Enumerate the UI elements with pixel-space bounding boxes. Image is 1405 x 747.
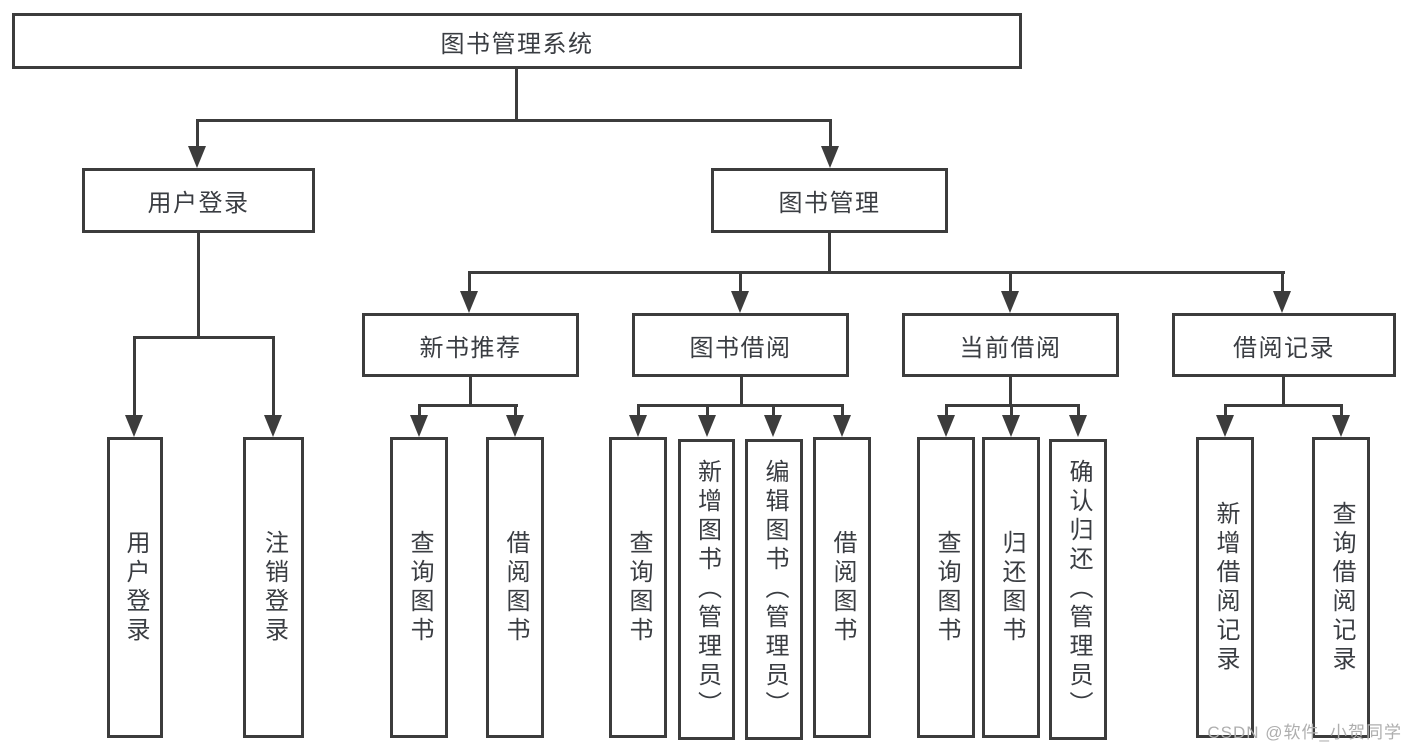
leaf-logout: 注销登录 — [243, 437, 304, 738]
leaf-user-login: 用户登录 — [107, 437, 163, 738]
leaf-cb-return-books-label: 归还图书 — [998, 529, 1025, 646]
leaf-cb-confirm-return: 确认归还（管理员） — [1049, 439, 1107, 740]
connector-line — [740, 377, 743, 407]
arrow-down-icon — [1002, 415, 1020, 437]
node-new-book-recommend-label: 新书推荐 — [419, 334, 522, 362]
leaf-logout-label: 注销登录 — [260, 529, 288, 646]
leaf-nb-query-books: 查询图书 — [390, 437, 448, 738]
connector-line — [1077, 404, 1080, 419]
connector-line — [1282, 377, 1285, 407]
node-user-login: 用户登录 — [82, 168, 315, 233]
node-current-borrowing-label: 当前借阅 — [959, 334, 1062, 362]
connector-line — [828, 232, 831, 274]
arrow-down-icon — [731, 291, 749, 313]
connector-line — [1224, 404, 1227, 419]
arrow-down-icon — [833, 415, 851, 437]
connector-line — [945, 404, 948, 419]
connector-line — [272, 336, 275, 418]
node-borrowing-records-label: 借阅记录 — [1233, 334, 1335, 362]
connector-line — [772, 404, 775, 419]
connector-line — [1224, 404, 1343, 407]
leaf-bb-add-books: 新增图书（管理员） — [678, 439, 735, 740]
leaf-bb-borrow-books-label: 借阅图书 — [829, 529, 856, 646]
connector-line — [469, 376, 472, 407]
connector-line — [418, 404, 421, 419]
csdn-watermark: CSDN @软件_小贺同学 — [1207, 723, 1402, 742]
node-book-management: 图书管理 — [711, 168, 948, 233]
connector-line — [829, 119, 832, 149]
connector-line — [196, 119, 199, 149]
arrow-down-icon — [125, 415, 143, 437]
arrow-down-icon — [1273, 291, 1291, 313]
arrow-down-icon — [410, 415, 428, 437]
arrow-down-icon — [698, 415, 716, 437]
connector-line — [133, 336, 136, 418]
connector-line — [1010, 404, 1013, 419]
leaf-br-add-record-label: 新增借阅记录 — [1212, 500, 1239, 675]
arrow-down-icon — [460, 291, 478, 313]
connector-line — [418, 404, 518, 407]
connector-line — [841, 404, 844, 419]
leaf-bb-query-books: 查询图书 — [609, 437, 667, 738]
connector-line — [1340, 404, 1343, 419]
node-borrowing-records: 借阅记录 — [1172, 313, 1396, 377]
arrow-down-icon — [1216, 415, 1234, 437]
connector-line — [637, 404, 844, 407]
connector-line — [468, 271, 1285, 274]
connector-line — [1009, 377, 1012, 407]
connector-line — [739, 271, 742, 295]
arrow-down-icon — [264, 415, 282, 437]
leaf-br-add-record: 新增借阅记录 — [1196, 437, 1254, 738]
node-new-book-recommend: 新书推荐 — [362, 313, 579, 377]
leaf-cb-query-books-label: 查询图书 — [933, 529, 960, 646]
connector-line — [514, 404, 517, 419]
leaf-bb-edit-books: 编辑图书（管理员） — [745, 439, 803, 740]
connector-line — [196, 119, 832, 122]
connector-line — [468, 271, 471, 295]
leaf-bb-borrow-books: 借阅图书 — [813, 437, 871, 738]
leaf-nb-borrow-books-label: 借阅图书 — [502, 529, 529, 646]
connector-line — [133, 336, 275, 339]
arrow-down-icon — [937, 415, 955, 437]
leaf-cb-confirm-return-label: 确认归还（管理员） — [1065, 459, 1092, 720]
leaf-bb-add-books-label: 新增图书（管理员） — [693, 459, 721, 720]
connector-line — [706, 404, 709, 419]
arrow-down-icon — [629, 415, 647, 437]
leaf-bb-query-books-label: 查询图书 — [625, 529, 652, 646]
leaf-nb-borrow-books: 借阅图书 — [486, 437, 544, 738]
connector-line — [1281, 271, 1284, 295]
leaf-user-login-label: 用户登录 — [122, 529, 149, 646]
node-current-borrowing: 当前借阅 — [902, 313, 1119, 377]
leaf-br-query-record: 查询借阅记录 — [1312, 437, 1370, 738]
connector-line — [1009, 271, 1012, 295]
leaf-br-query-record-label: 查询借阅记录 — [1328, 500, 1355, 675]
leaf-bb-edit-books-label: 编辑图书（管理员） — [761, 459, 788, 720]
node-book-borrowing-label: 图书借阅 — [689, 334, 792, 362]
leaf-cb-return-books: 归还图书 — [982, 437, 1040, 738]
node-book-management-label: 图书管理 — [778, 190, 881, 217]
arrow-down-icon — [1001, 291, 1019, 313]
connector-line — [515, 68, 518, 121]
arrow-down-icon — [506, 415, 524, 437]
node-root: 图书管理系统 — [12, 13, 1022, 69]
leaf-nb-query-books-label: 查询图书 — [406, 529, 433, 646]
connector-line — [637, 404, 640, 419]
connector-line — [197, 232, 200, 339]
arrow-down-icon — [764, 415, 782, 437]
node-root-label: 图书管理系统 — [440, 30, 594, 58]
arrow-down-icon — [1069, 415, 1087, 437]
node-user-login-label: 用户登录 — [147, 190, 250, 217]
arrow-down-icon — [188, 146, 206, 168]
node-book-borrowing: 图书借阅 — [632, 313, 849, 377]
arrow-down-icon — [1332, 415, 1350, 437]
arrow-down-icon — [821, 146, 839, 168]
leaf-cb-query-books: 查询图书 — [917, 437, 975, 738]
